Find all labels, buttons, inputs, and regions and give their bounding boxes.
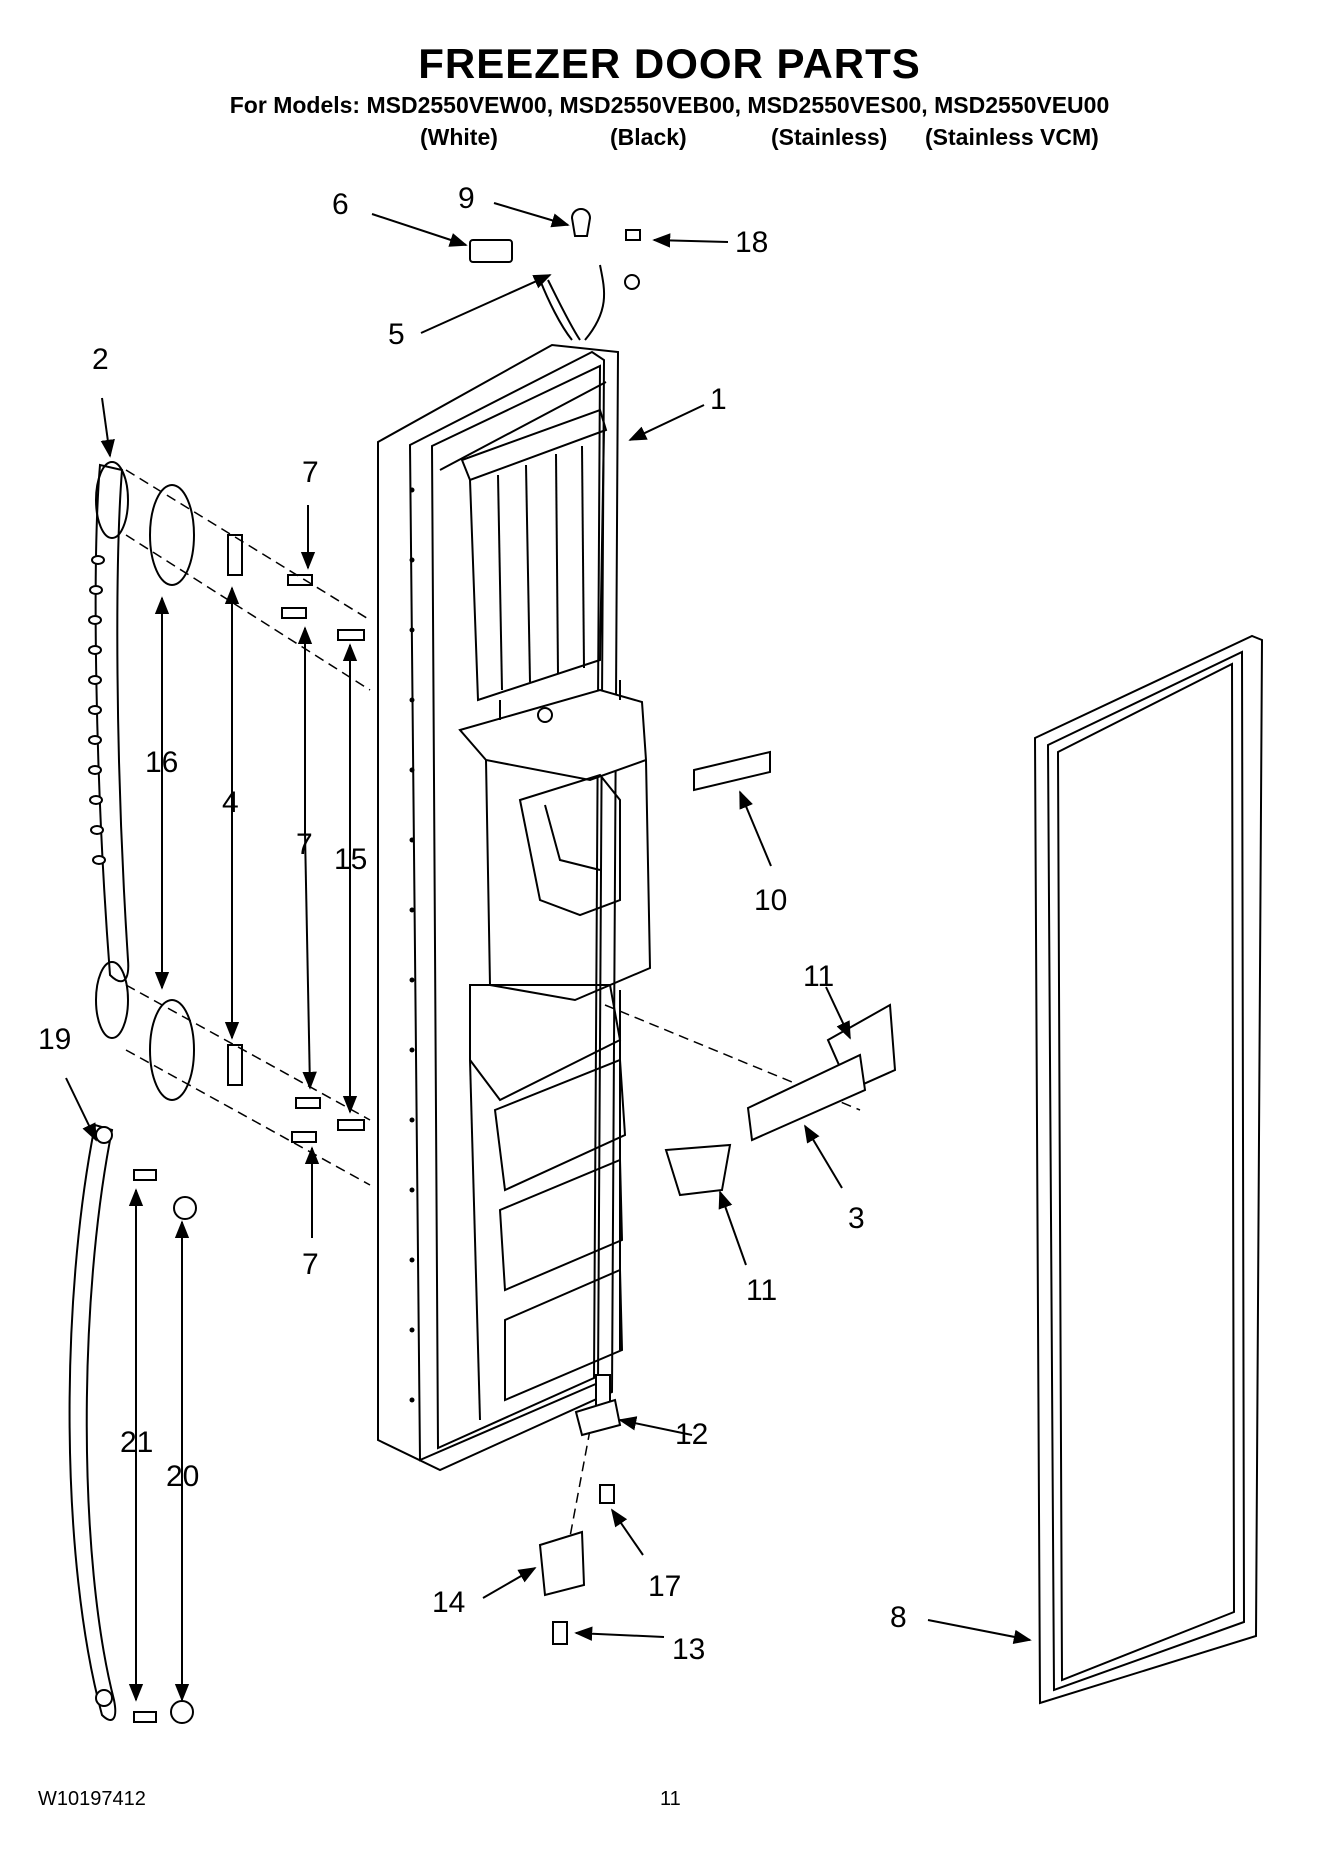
callout-14: 14: [432, 1586, 466, 1619]
callout-9: 9: [458, 182, 475, 215]
callout-16: 16: [145, 746, 179, 779]
handle-end-caps: [149, 484, 195, 1101]
callout-10: 10: [754, 884, 788, 917]
door-gasket: [1033, 634, 1264, 1705]
top-parts: [469, 208, 641, 341]
callout-7-top: 7: [302, 456, 319, 489]
models-line: For Models: MSD2550VEW00, MSD2550VEB00, …: [229, 92, 1110, 118]
hinge-parts: [538, 1374, 622, 1645]
callout-1: 1: [710, 383, 727, 416]
callout-4: 4: [222, 786, 239, 819]
color-label-stainless: (Stainless): [771, 124, 888, 150]
callout-2: 2: [92, 343, 109, 376]
callout-5: 5: [388, 318, 405, 351]
color-label-black: (Black): [610, 124, 687, 150]
callout-7-mid: 7: [296, 828, 313, 861]
callout-13: 13: [672, 1633, 706, 1666]
handle-mount-brackets: [227, 534, 243, 1086]
callout-7-bottom: 7: [302, 1248, 319, 1281]
callout-8: 8: [890, 1601, 907, 1634]
callout-19: 19: [38, 1023, 72, 1056]
handle-screws: [281, 574, 365, 1143]
callout-11-lower: 11: [746, 1274, 778, 1307]
callout-17: 17: [648, 1570, 682, 1603]
callout-18: 18: [735, 226, 769, 259]
color-label-white: (White): [420, 124, 498, 150]
handle-upper: [88, 461, 130, 1039]
page-number: 11: [660, 1788, 681, 1810]
freezer-door-assembly: [377, 343, 652, 1472]
page-title: FREEZER DOOR PARTS: [418, 40, 921, 87]
callout-11-upper: 11: [803, 960, 835, 993]
callout-12: 12: [675, 1418, 709, 1451]
callout-20: 20: [166, 1460, 200, 1493]
leader-arrows: [65, 202, 1032, 1702]
callout-15: 15: [334, 843, 368, 876]
document-number: W10197412: [38, 1788, 146, 1810]
color-label-stainless-vcm: (Stainless VCM): [925, 124, 1099, 150]
trim-parts: [664, 750, 897, 1197]
callout-21: 21: [120, 1426, 154, 1459]
callout-6: 6: [332, 188, 349, 221]
callout-3: 3: [848, 1202, 865, 1235]
handle-lower: [68, 1123, 197, 1724]
